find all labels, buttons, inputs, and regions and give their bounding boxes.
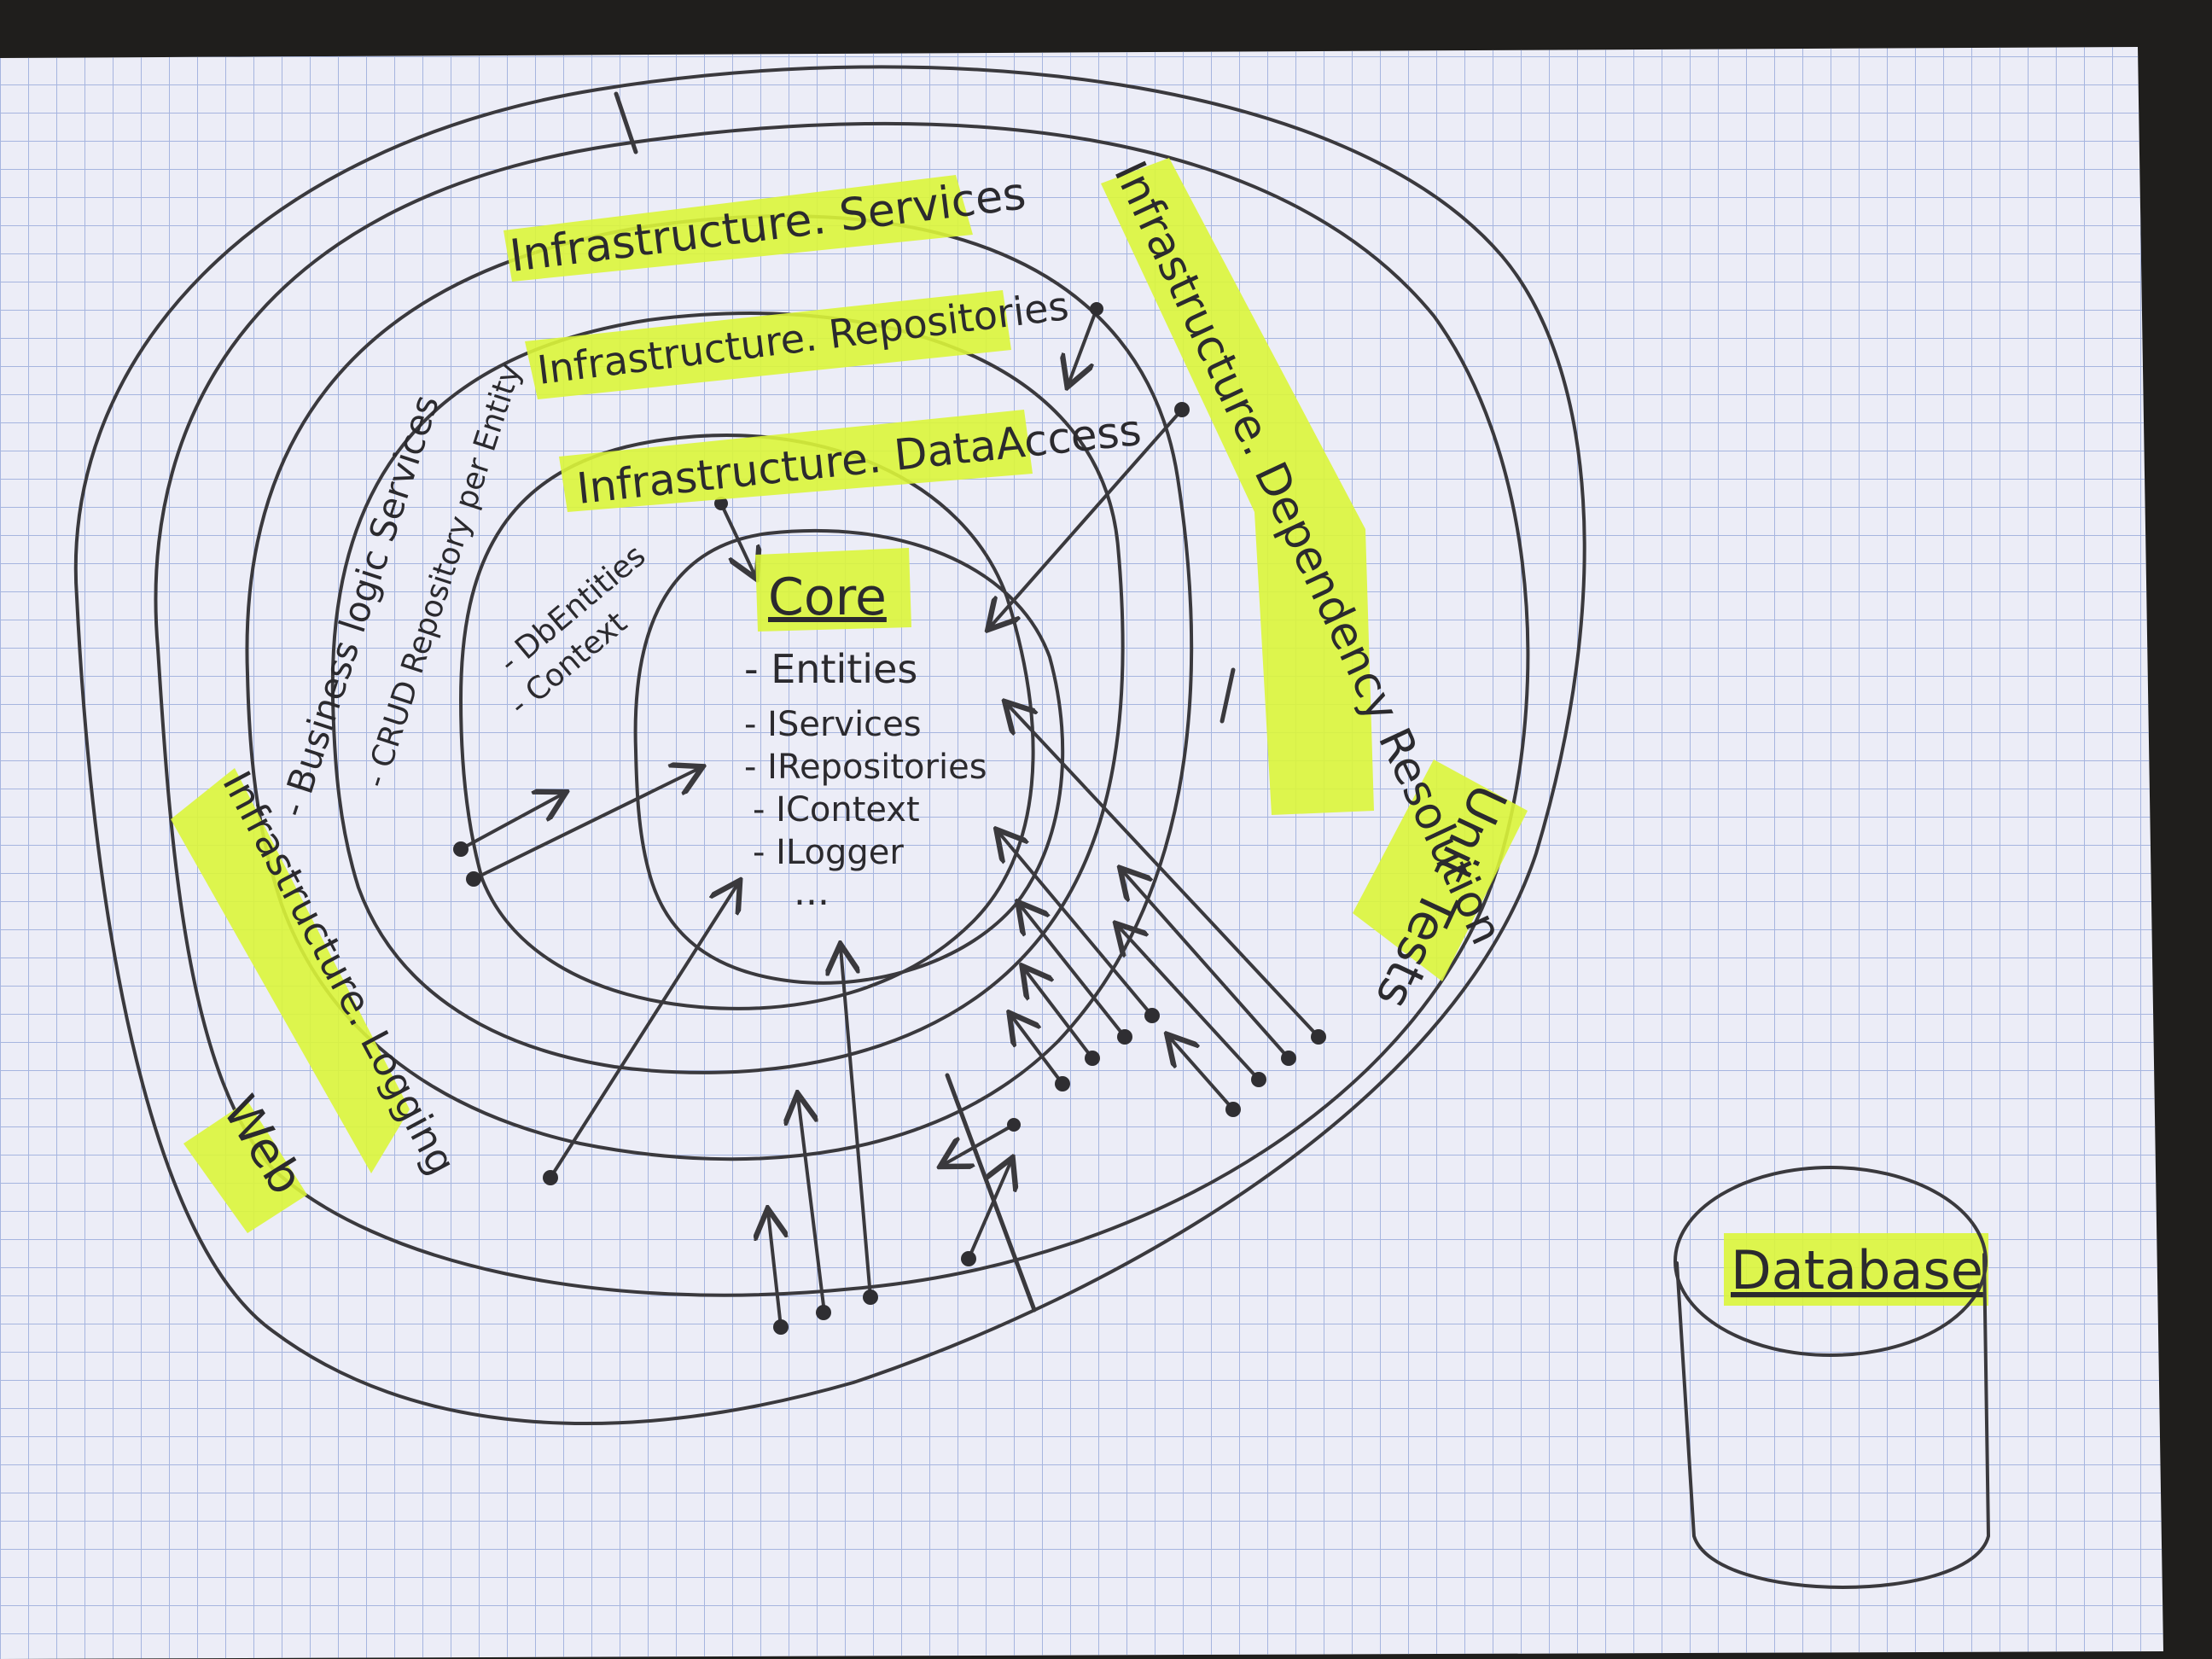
highlight-web (183, 1101, 307, 1233)
label-core: Core (768, 568, 887, 627)
highlighter-marks (171, 158, 1988, 1306)
database-body (1675, 1253, 1990, 1589)
highlight-infrastructure-data-access (559, 410, 1033, 512)
highlight-database (1724, 1233, 1988, 1306)
core-item: - IRepositories (744, 748, 987, 787)
ring-tick-marks (614, 91, 1236, 1313)
paper-grid (0, 47, 2163, 1659)
ring-web (73, 65, 1586, 1425)
core-item-list: - Entities - IServices - IRepositories -… (744, 646, 987, 914)
core-item: - ILogger (753, 833, 904, 872)
highlight-unit-tests (1353, 760, 1528, 981)
highlight-infrastructure-repositories (525, 290, 1011, 399)
core-item: - Entities (744, 646, 917, 692)
core-item: - IServices (744, 705, 922, 744)
arrow-tail-dots (453, 302, 1326, 1335)
highlight-logging (171, 768, 410, 1173)
highlight-core (755, 548, 911, 632)
ring-core (633, 528, 1065, 985)
core-item: - IContext (753, 790, 920, 830)
database-cylinder: Database (1674, 1166, 1990, 1589)
database-label: Database (1731, 1239, 1983, 1301)
core-item: ... (794, 870, 830, 914)
highlight-dependency-resolution (1101, 158, 1374, 815)
highlight-infrastructure-services (504, 175, 973, 282)
database-top (1674, 1166, 1988, 1357)
dependency-arrows (459, 307, 1320, 1329)
